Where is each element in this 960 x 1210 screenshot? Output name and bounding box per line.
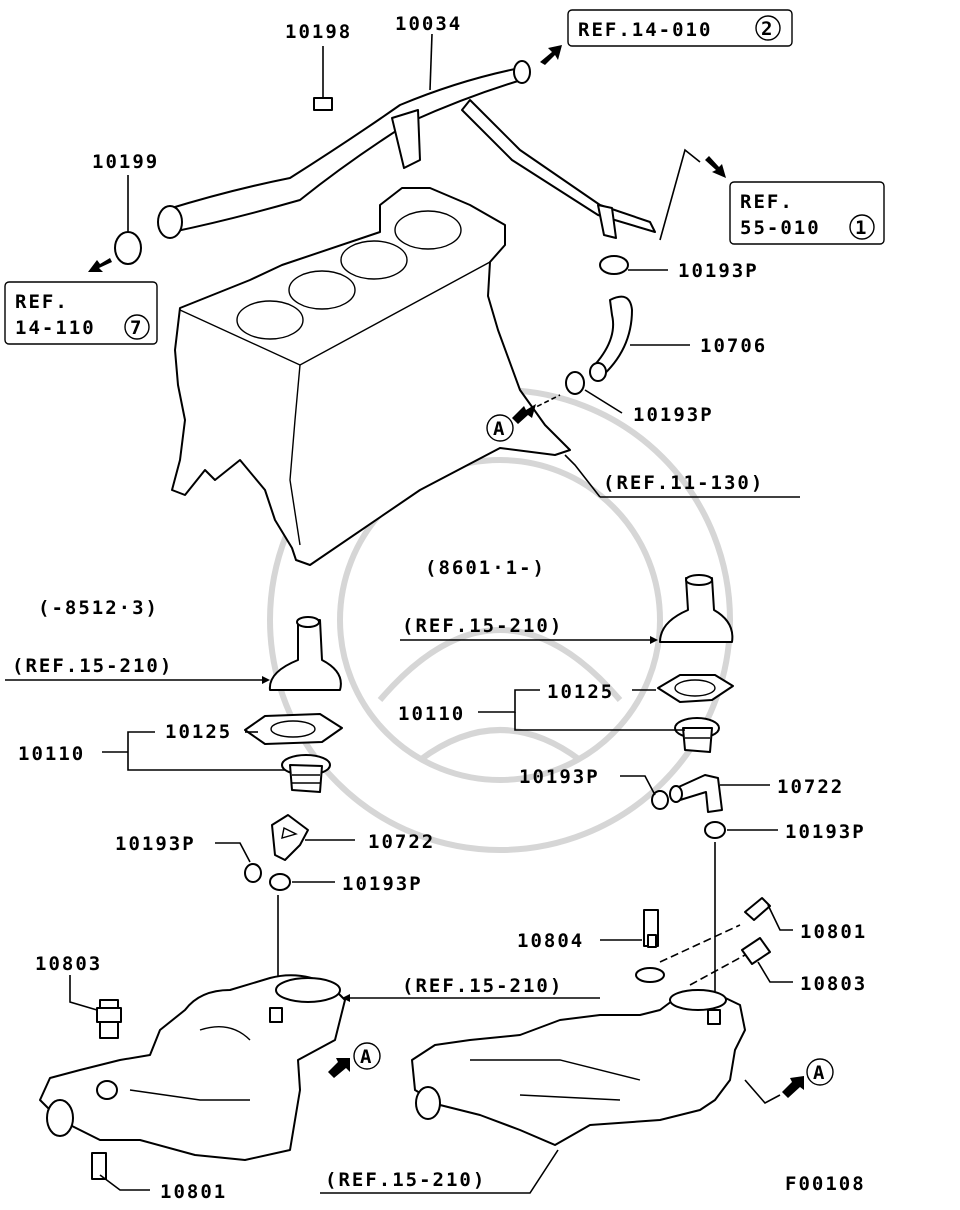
clamp-left-2 [269,873,291,891]
water-inlet-left [39,974,346,1161]
label-10034: 10034 [395,13,462,35]
bolt-10198 [313,46,333,111]
marker-a-left [328,1042,381,1078]
ref-14-010-box [540,9,793,65]
hose-10722-left [271,814,309,861]
sensor-10803-left [96,999,122,1039]
thermostat-housing-right [659,574,734,643]
label-10110-right: 10110 [398,703,465,725]
marker-a-left-label: A [360,1046,373,1068]
o-ring-10199 [114,175,142,265]
ref-14-010-circle-num: 2 [761,18,774,40]
label-10803-right: 10803 [800,973,867,995]
ref-14-110-line1: REF. [15,291,69,313]
label-10193P-b: 10193P [633,404,714,426]
label-10198: 10198 [285,21,352,43]
label-10803-left: 10803 [35,953,102,975]
label-10706: 10706 [700,335,767,357]
label-10193P-a: 10193P [678,260,759,282]
date-range-left: (-8512·3) [38,597,159,619]
label-10125-right: 10125 [547,681,614,703]
label-10722-left: 10722 [368,831,435,853]
ref-14-010-label: REF.14-010 [578,19,712,41]
ref-15-210-right-label: (REF.15-210) [402,615,563,637]
label-10199: 10199 [92,151,159,173]
label-10193P-right-2: 10193P [785,821,866,843]
ref-55-010-line1: REF. [740,191,794,213]
water-inlet-right [411,989,746,1146]
ref-55-010-box [659,148,885,245]
marker-a-top-label: A [493,418,506,440]
hose-10706 [565,255,690,414]
marker-a-top [486,394,800,498]
marker-a-right-label: A [813,1062,826,1084]
sensor-10801-left [91,1152,107,1180]
date-range-right: (8601·1-) [425,557,546,579]
water-pipe [157,60,656,239]
engine-block [171,187,571,566]
label-10110-left: 10110 [18,743,85,765]
label-10801-left: 10801 [160,1181,227,1203]
thermostat-housing-left [268,616,342,691]
label-10193P-right-1: 10193P [519,766,600,788]
marker-a-right [744,1058,834,1105]
ref-11-130-label: (REF.11-130) [603,472,764,494]
ref-15-210-mid-label: (REF.15-210) [402,975,563,997]
ref-14-110-box [4,258,158,345]
ref-15-210-bottom-label: (REF.15-210) [325,1169,486,1191]
label-10125-left: 10125 [165,721,232,743]
thermostat-right [674,717,720,753]
ref-55-010-circle-num: 1 [855,217,868,239]
clamp-right-1 [651,790,669,810]
label-10804-right: 10804 [517,930,584,952]
ref-14-110-circle-num: 7 [130,317,143,339]
gasket-right [657,674,734,703]
label-10193P-left-1: 10193P [115,833,196,855]
sensor-10804-right [643,909,659,948]
label-10193P-left-2: 10193P [342,873,423,895]
clamp-right-2 [704,821,726,839]
gasket-left [244,713,343,745]
ref-55-010-line2: 55-010 [740,217,821,239]
ref-14-110-line2: 14-110 [15,317,96,339]
thermostat-left [281,754,331,793]
figure-code: F00108 [785,1173,866,1195]
clamp-left-1 [244,863,262,883]
sensor-10801-right [744,897,771,921]
gasket-sensor-right [635,967,665,983]
label-10801-right: 10801 [800,921,867,943]
label-10722-right: 10722 [777,776,844,798]
hose-10722-right [669,774,723,813]
ref-15-210-left-label: (REF.15-210) [12,655,173,677]
sensor-10803-right [741,937,771,965]
